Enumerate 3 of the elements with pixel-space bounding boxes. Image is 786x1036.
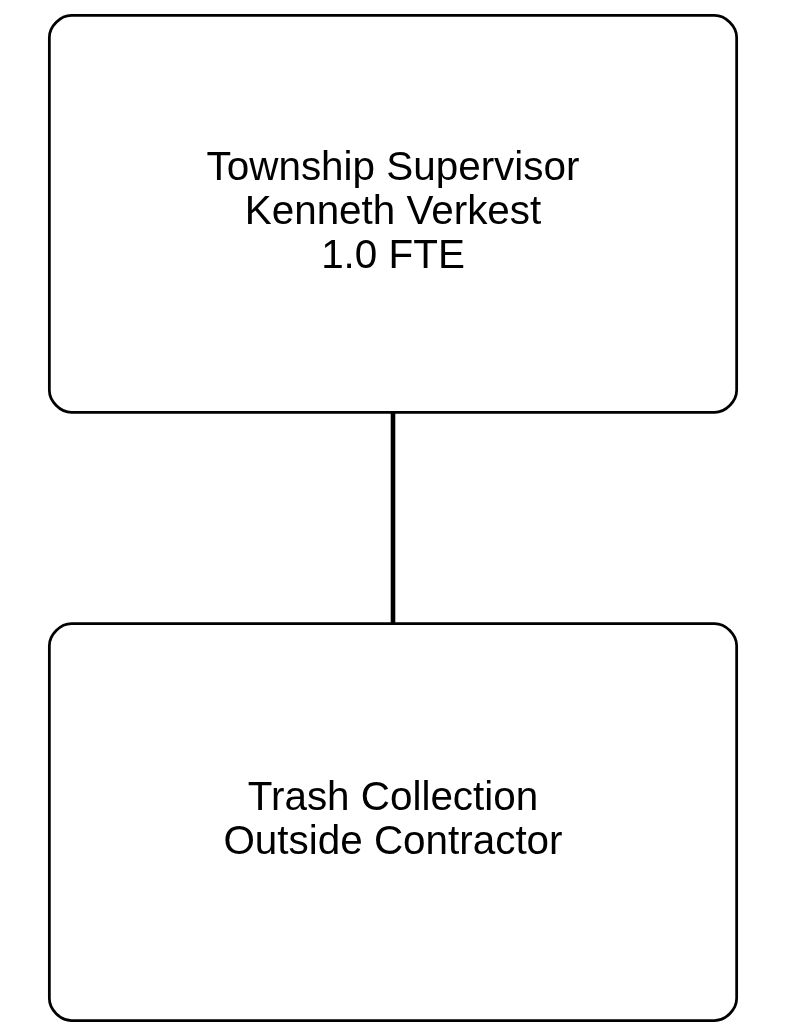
node-box: Township Supervisor Kenneth Verkest 1.0 FTE [47,14,739,414]
connector [390,412,396,624]
node-box: Trash Collection Outside Contractor [47,622,739,1022]
